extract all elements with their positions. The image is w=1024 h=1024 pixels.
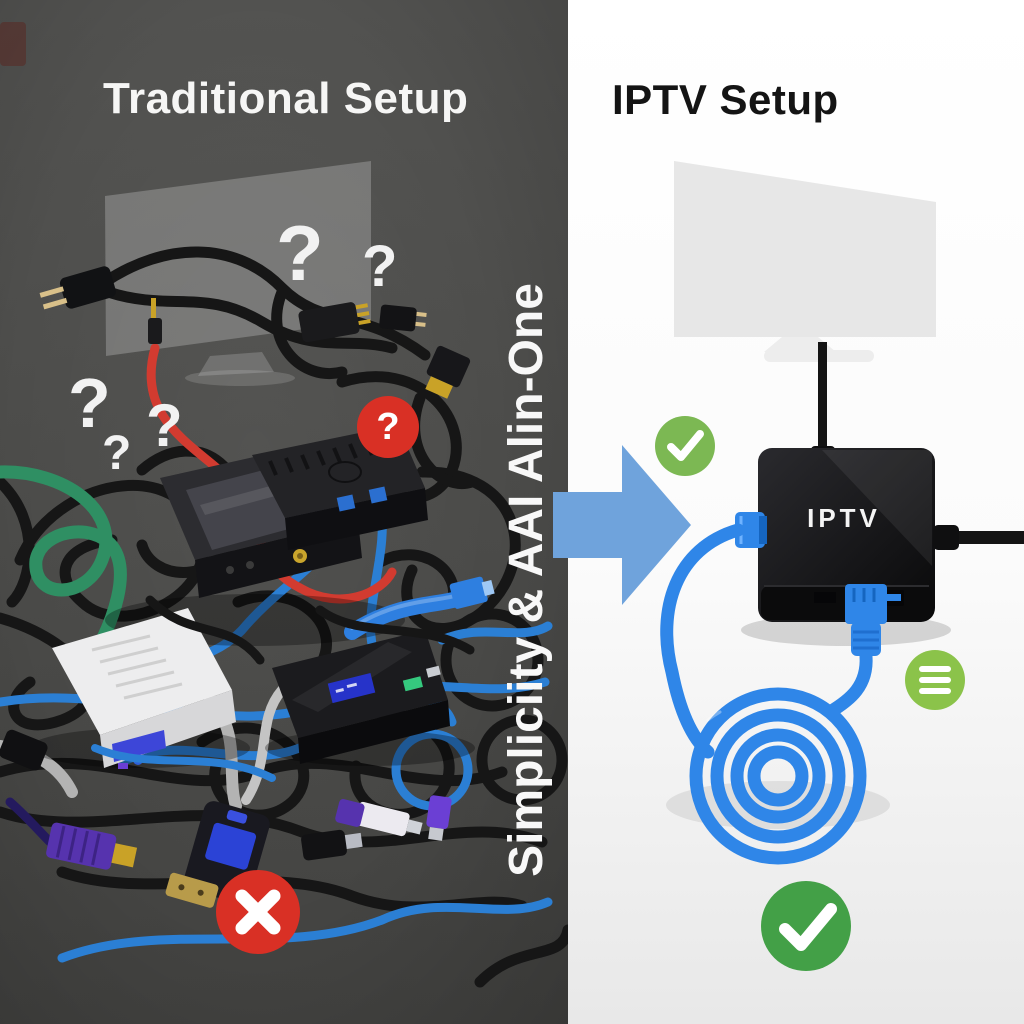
paint-smudge [0, 22, 26, 66]
right-arrow-icon [548, 440, 696, 610]
tv-silhouette [674, 161, 936, 362]
check-icon [779, 903, 837, 951]
left-title: Traditional Setup [103, 74, 469, 123]
question-mark: ? [146, 392, 183, 459]
over-cables [91, 595, 475, 782]
question-mark: ? [362, 234, 398, 299]
question-badge-char: ? [376, 405, 400, 448]
usb-stick [335, 799, 423, 837]
small-purple-connector [426, 795, 452, 841]
question-mark: ? [276, 209, 324, 297]
lan-port [814, 592, 836, 603]
question-badge: ? [357, 396, 419, 458]
menu-bar [919, 677, 951, 683]
green-port [402, 676, 423, 692]
rj45-connector [845, 584, 887, 656]
mini-plug [379, 304, 427, 332]
hdmi-plug [425, 345, 471, 399]
micro-usb-plug [301, 829, 363, 861]
x-icon [235, 889, 281, 935]
menu-bars-badge [905, 650, 965, 710]
white-modem [52, 608, 236, 769]
device-logo-label [327, 673, 376, 704]
power-cable-right [933, 525, 1024, 550]
check-icon [667, 430, 704, 461]
pin-adapter [298, 302, 371, 343]
ethernet-port [368, 486, 388, 504]
check-badge-small [655, 416, 715, 476]
purple-hdmi-adapter [5, 797, 138, 870]
corner-gray-plug [0, 729, 48, 771]
cable-tangle-illustration [0, 161, 568, 988]
right-title: IPTV Setup [612, 76, 839, 123]
menu-bar [919, 666, 951, 672]
green-cable [0, 465, 127, 659]
check-badge-large [761, 881, 851, 971]
error-x-badge [216, 870, 300, 954]
streaming-media-box [272, 630, 450, 764]
iptv-box-label: IPTV [807, 503, 881, 533]
rj45-connector [449, 576, 488, 609]
tv-silhouette [105, 161, 371, 386]
menu-bar [919, 688, 951, 694]
traditional-setup-panel: ? ? ? ? ? [0, 0, 568, 1024]
power-plug [39, 266, 116, 310]
audio-jack-pin [151, 298, 156, 320]
question-mark: ? [102, 427, 132, 480]
iptv-illustration [660, 161, 1024, 865]
ethernet-port [336, 494, 356, 512]
blue-ethernet-cable [660, 523, 873, 865]
iptv-box [758, 448, 935, 622]
question-mark: ? [68, 364, 111, 442]
